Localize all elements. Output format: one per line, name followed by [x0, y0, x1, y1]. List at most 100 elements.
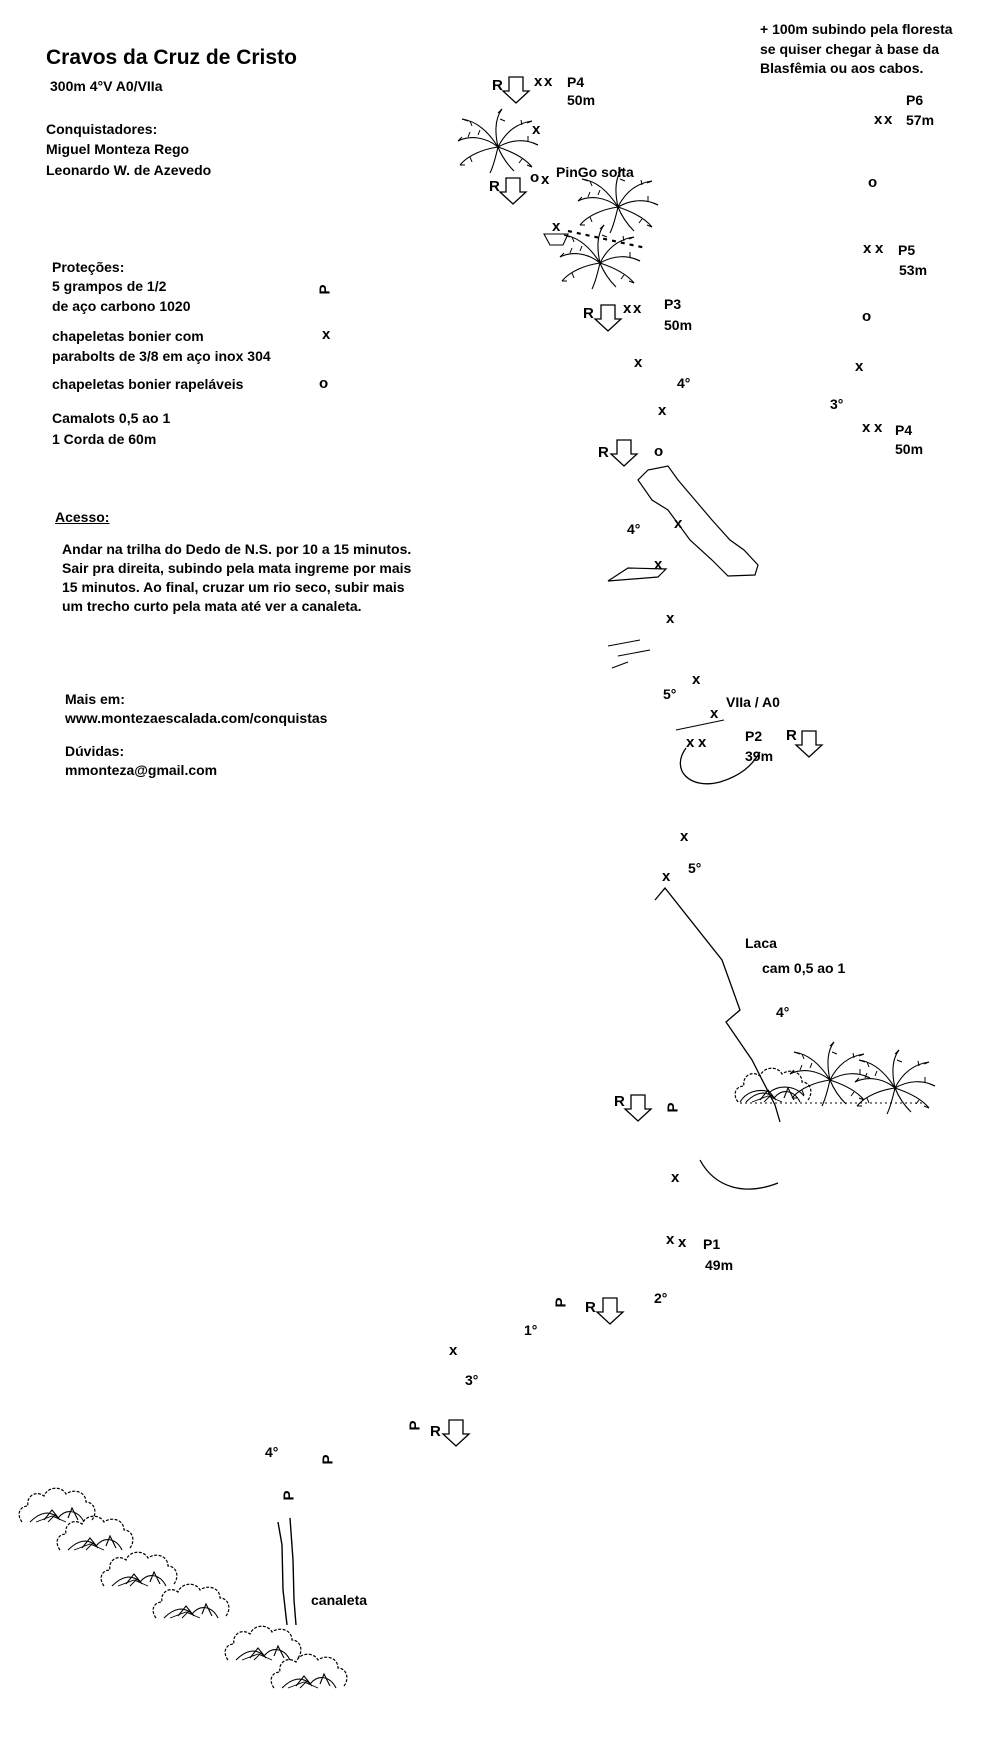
bolt-marker: x: [671, 1169, 680, 1186]
belay-p4-alt-name: P4: [895, 422, 913, 438]
bolt-marker: x: [544, 73, 553, 90]
rappel-label: R: [786, 727, 797, 744]
grade-label: 4°: [627, 521, 641, 537]
rappel-label: R: [583, 305, 594, 322]
rappel-label: R: [585, 1299, 596, 1316]
grade-label: 2°: [654, 1290, 668, 1306]
rappel-bolt-marker: o: [862, 308, 872, 325]
conquistadores-label: Conquistadores:: [46, 121, 158, 137]
piton-marker: P: [552, 1297, 570, 1308]
grade-label: 3°: [830, 396, 844, 412]
grade-label: 4°: [677, 375, 691, 391]
forest-note-line-1: + 100m subindo pela floresta: [760, 21, 953, 37]
more-url[interactable]: www.montezaescalada.com/conquistas: [65, 710, 328, 726]
belay-p5-length: 53m: [899, 262, 928, 278]
gear-rope: 1 Corda de 60m: [52, 431, 157, 447]
belay-p4-length: 50m: [567, 92, 596, 108]
bolt-marker: x: [552, 218, 561, 235]
bolt-marker: x: [662, 868, 671, 885]
grade-label: 4°: [265, 1444, 279, 1460]
belay-p1-length: 49m: [705, 1257, 734, 1273]
laca-gear-label: cam 0,5 ao 1: [762, 960, 846, 976]
belay-p3-length: 50m: [664, 317, 693, 333]
belay-p3-name: P3: [664, 296, 682, 312]
gear-camalots: Camalots 0,5 ao 1: [52, 410, 171, 426]
protection-bolt-line-1: chapeletas bonier com: [52, 328, 204, 344]
bolt-marker: x: [534, 73, 543, 90]
belay-p2-name: P2: [745, 728, 763, 744]
more-label: Mais em:: [65, 691, 125, 707]
access-line-1: Andar na trilha do Dedo de N.S. por 10 a…: [62, 541, 412, 557]
grade-label: 5°: [688, 860, 702, 876]
canaleta-label: canaleta: [311, 1592, 368, 1608]
bolt-marker: x: [884, 111, 893, 128]
pingo-label: PinGo solta: [556, 164, 634, 180]
rappel-bolt-marker: o: [654, 443, 664, 460]
grade-label: 3°: [465, 1372, 479, 1388]
bolt-marker: x: [634, 354, 643, 371]
belay-p6-length: 57m: [906, 112, 935, 128]
bolt-marker: x: [874, 419, 883, 436]
legend-bolt-symbol: x: [322, 326, 331, 343]
bolt-marker: x: [666, 610, 675, 627]
bolt-marker: x: [532, 121, 541, 138]
access-line-2: Sair pra direita, subindo pela mata ingr…: [62, 560, 412, 576]
bolt-marker: x: [862, 419, 871, 436]
piton-marker: P: [280, 1490, 298, 1501]
grade-label: 1°: [524, 1322, 538, 1338]
bolt-marker: x: [678, 1234, 687, 1251]
bolt-marker: x: [692, 671, 701, 688]
belay-p1-name: P1: [703, 1236, 721, 1252]
piton-marker: P: [319, 1454, 337, 1465]
conquistador-2: Leonardo W. de Azevedo: [46, 162, 212, 178]
bolt-marker: x: [863, 240, 872, 257]
contact-email[interactable]: mmonteza@gmail.com: [65, 762, 218, 778]
bolt-marker: x: [654, 556, 663, 573]
bolt-marker: x: [449, 1342, 458, 1359]
bolt-marker: x: [658, 402, 667, 419]
bolt-marker: x: [680, 828, 689, 845]
protection-piton-line-1: 5 grampos de 1/2: [52, 278, 167, 294]
bolt-marker: x: [623, 300, 632, 317]
rappel-label: R: [492, 77, 503, 94]
rappel-bolt-marker: o: [868, 174, 878, 191]
belay-p6-name: P6: [906, 92, 924, 108]
bolt-marker: x: [666, 1231, 675, 1248]
piton-marker: P: [664, 1102, 682, 1113]
protections-label: Proteções:: [52, 259, 125, 275]
access-line-4: um trecho curto pela mata até ver a cana…: [62, 598, 362, 614]
bolt-marker: x: [710, 705, 719, 722]
bolt-marker: x: [698, 734, 707, 751]
piton-marker: P: [406, 1420, 424, 1431]
belay-p4-name: P4: [567, 74, 585, 90]
belay-p2-length: 39m: [745, 748, 774, 764]
rappel-label: R: [489, 178, 500, 195]
belay-p4-alt-length: 50m: [895, 441, 924, 457]
bolt-marker: x: [855, 358, 864, 375]
bolt-marker: x: [674, 515, 683, 532]
bolt-marker: x: [686, 734, 695, 751]
forest-note-line-2: se quiser chegar à base da: [760, 41, 939, 57]
access-label: Acesso:: [55, 509, 110, 525]
bolt-marker: x: [633, 300, 642, 317]
grade-label: VIIa / A0: [726, 694, 780, 710]
protection-bolt-line-2: parabolts de 3/8 em aço inox 304: [52, 348, 271, 364]
grade-label: 5°: [663, 686, 677, 702]
route-subtitle: 300m 4°V A0/VIIa: [50, 78, 163, 94]
forest-note-line-3: Blasfêmia ou aos cabos.: [760, 60, 924, 76]
bolt-marker: x: [875, 240, 884, 257]
protection-rappel-line-1: chapeletas bonier rapeláveis: [52, 376, 244, 392]
rappel-label: R: [430, 1423, 441, 1440]
conquistador-1: Miguel Monteza Rego: [46, 141, 190, 157]
bolt-marker: x: [541, 171, 550, 188]
legend-rappel-symbol: o: [319, 375, 329, 392]
grade-label: 4°: [776, 1004, 790, 1020]
bolt-marker: x: [874, 111, 883, 128]
rappel-label: R: [614, 1093, 625, 1110]
doubts-label: Dúvidas:: [65, 743, 125, 759]
rappel-bolt-marker: o: [530, 169, 540, 186]
laca-label: Laca: [745, 935, 777, 951]
protection-piton-line-2: de aço carbono 1020: [52, 298, 191, 314]
access-line-3: 15 minutos. Ao final, cruzar um rio seco…: [62, 579, 405, 595]
